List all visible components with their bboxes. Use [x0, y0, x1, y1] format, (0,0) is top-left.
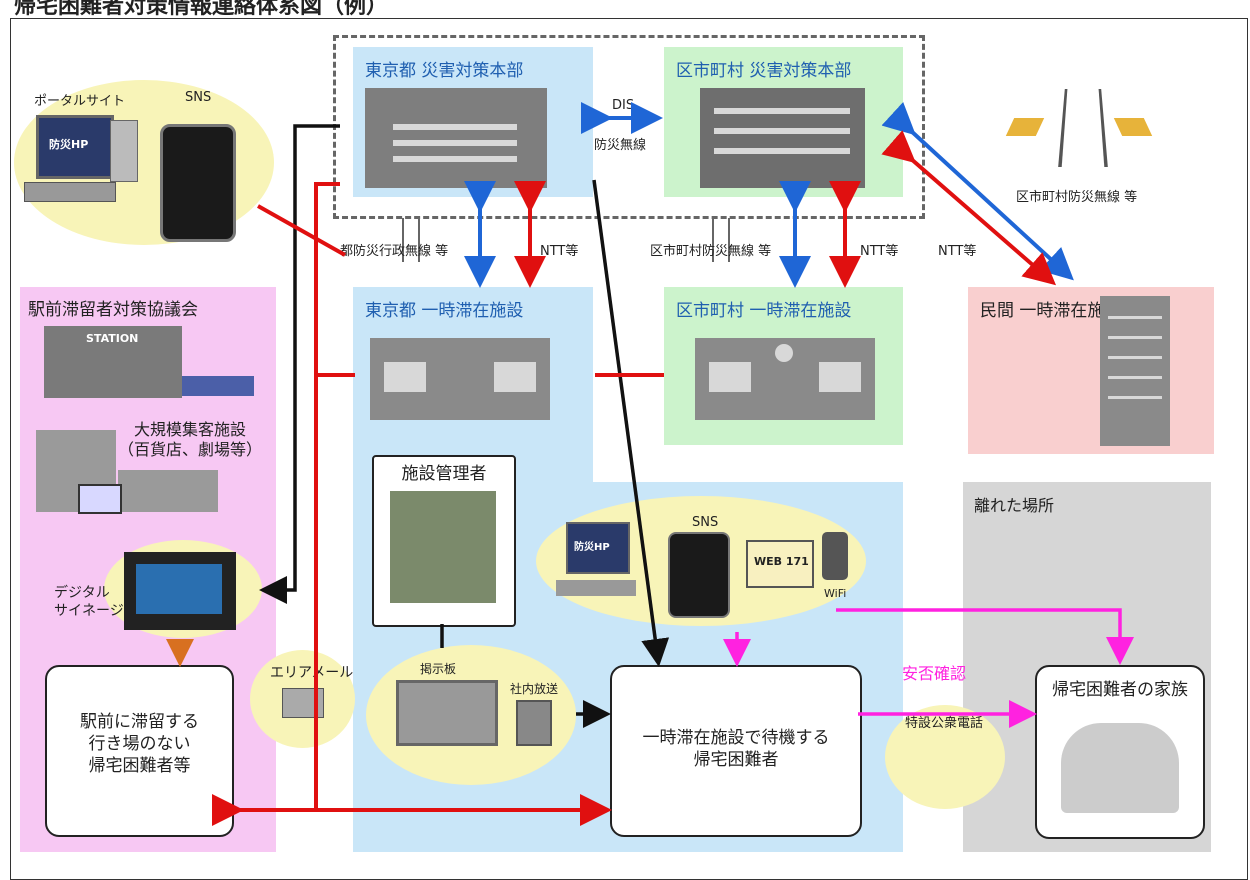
- station-sign: STATION: [86, 332, 139, 345]
- speaker-icon: [516, 700, 552, 746]
- safety-confirm-label: 安否確認: [902, 664, 967, 683]
- private-blue-link: [881, 101, 1074, 281]
- city-temp-building-icon: [695, 338, 875, 420]
- digital-signage-label: デジタル サイネージ: [54, 585, 124, 619]
- phone-ellipse: [885, 705, 1005, 809]
- family-box: 帰宅困難者の家族: [1035, 665, 1205, 839]
- computer-tower-icon: [110, 120, 138, 182]
- remote-title: 離れた場所: [974, 496, 1055, 515]
- private-temp-title: 民間 一時滞在施設: [980, 301, 1122, 321]
- large-facility-label: 大規模集客施設 （百貨店、劇場等）: [118, 420, 263, 459]
- monitor-icon: [78, 484, 122, 514]
- radio-tower-small-icon: [402, 218, 420, 262]
- station-council-title: 駅前滞留者対策協議会: [28, 300, 198, 320]
- keyboard-icon-2: [556, 580, 636, 596]
- facility-manager-text: 施設管理者: [401, 464, 487, 484]
- tokyo-hq-title: 東京都 災害対策本部: [365, 61, 524, 81]
- bulletin-label: 掲示板: [420, 662, 457, 676]
- portal-label: ポータルサイト: [34, 94, 126, 109]
- smartphone-icon: [160, 124, 236, 242]
- magenta-family-link: [836, 608, 1134, 665]
- city-hq-title: 区市町村 災害対策本部: [676, 61, 852, 81]
- city-hq-building-icon: [700, 88, 865, 188]
- city-radio-label: 区市町村防災無線 等: [650, 244, 772, 259]
- train-icon: [182, 376, 254, 396]
- tokyo-temp-title: 東京都 一時滞在施設: [365, 301, 524, 321]
- tokyo-temp-building-icon: [370, 338, 550, 420]
- waiting-people-text: 一時滞在施設で待機する 帰宅困難者: [642, 728, 830, 770]
- disaster-radio-label: 防災無線: [594, 138, 647, 153]
- black-facility-link: [592, 179, 670, 667]
- tokyo-radio-label: 都防災行政無線 等: [340, 244, 449, 259]
- manager-photo: [390, 491, 496, 603]
- stranded-people-text: 駅前に滞留する 行き場のない 帰宅困難者等: [80, 712, 199, 776]
- digital-signage-icon: [124, 552, 236, 630]
- sns2-label: SNS: [692, 515, 719, 530]
- private-temp-zone: [968, 287, 1214, 454]
- laptop-icon: WEB 171: [746, 540, 814, 588]
- keyboard-icon: [24, 182, 116, 202]
- smartphone-icon-2: [668, 532, 730, 618]
- station-building-icon: STATION: [44, 326, 182, 398]
- city-temp-title: 区市町村 一時滞在施設: [676, 301, 852, 321]
- portal-screen-text: 防災HP: [49, 138, 89, 151]
- stranded-people-box: 駅前に滞留する 行き場のない 帰宅困難者等: [45, 665, 234, 837]
- facility-manager-box: 施設管理者: [372, 455, 516, 627]
- sns-label: SNS: [185, 90, 212, 105]
- red-main-link: [314, 182, 340, 810]
- computer-icon: 防災HP: [36, 115, 114, 179]
- computer-icon-2: 防災HP: [566, 522, 630, 574]
- hp2-text: 防災HP: [574, 542, 610, 553]
- ntt-left-label: NTT等: [540, 244, 579, 259]
- tokyo-hq-building-icon: [365, 88, 547, 188]
- private-building-icon: [1100, 296, 1170, 446]
- family-text: 帰宅困難者の家族: [1052, 680, 1188, 700]
- bulletin-board-icon: [396, 680, 498, 746]
- red-portal-link: [257, 204, 346, 257]
- pa-label: 社内放送: [510, 682, 559, 696]
- large-facility-building-icon-2: [118, 470, 218, 512]
- private-red-link: [881, 130, 1057, 286]
- wifi-router-icon: [822, 532, 848, 580]
- public-phone-label: 特設公衆電話: [905, 716, 984, 731]
- family-icon: [1061, 723, 1179, 813]
- title: 帰宅困難者対策情報連絡体系図（例）: [14, 0, 389, 19]
- wifi-label: WiFi: [824, 587, 847, 600]
- area-mail-label: エリアメール: [270, 665, 354, 681]
- black-signage-link: [259, 124, 340, 604]
- radio-tower-small-icon-2: [712, 218, 730, 262]
- web171-text: WEB 171: [754, 555, 809, 568]
